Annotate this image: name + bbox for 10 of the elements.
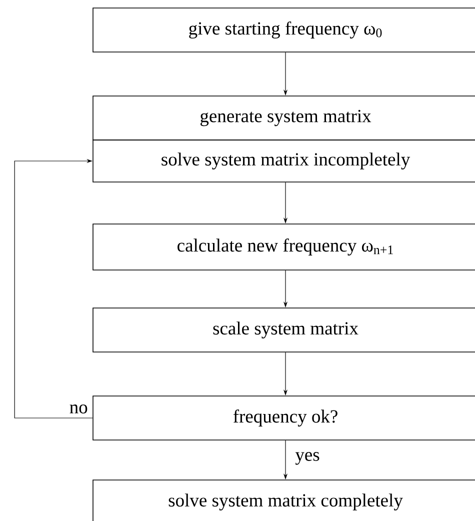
edge-label: no: [70, 404, 88, 414]
process-box: generate system matrix: [92, 96, 475, 140]
process-box: calculate new frequency ω$_{n+1}$: [92, 224, 475, 270]
process-box: solve system matrix incompletely: [92, 140, 475, 182]
process-box: give starting frequency ω$_{0}$: [92, 8, 475, 52]
process-box: scale system matrix: [92, 308, 475, 352]
edge-label: yes: [295, 452, 320, 465]
process-box: solve system matrix completely: [92, 480, 475, 521]
process-box: frequency ok?: [92, 396, 475, 440]
arrow: [14, 158, 93, 418]
